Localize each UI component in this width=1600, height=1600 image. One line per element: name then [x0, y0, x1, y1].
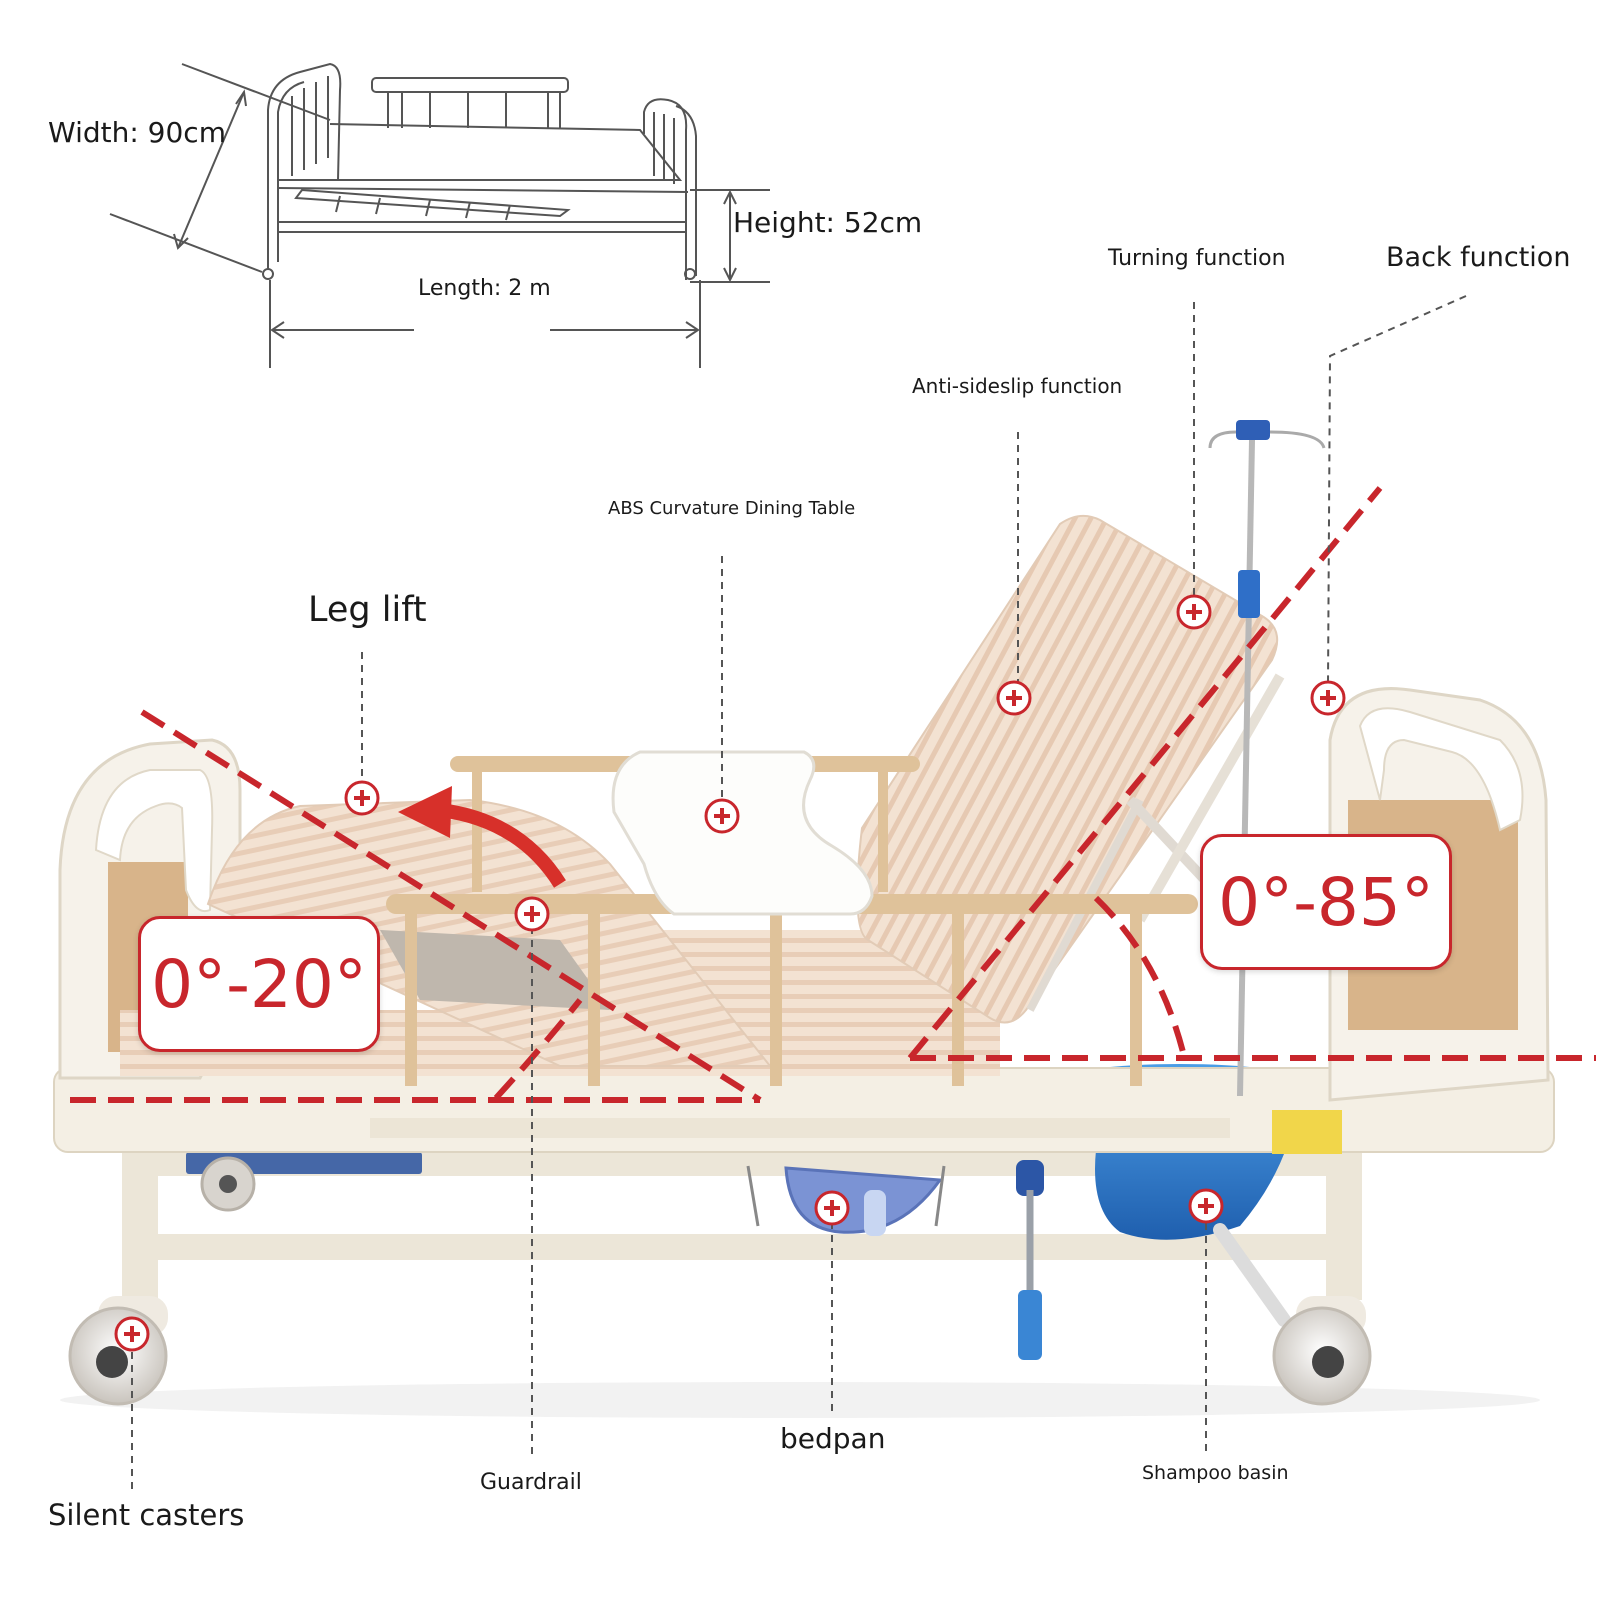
callout-markers — [114, 594, 1346, 1352]
marker-anti-sideslip — [996, 680, 1032, 716]
shampoo-basin-label: Shampoo basin — [1142, 1462, 1289, 1484]
silent-casters-label: Silent casters — [48, 1498, 245, 1532]
marker-leg-lift — [344, 780, 380, 816]
leg-angle-badge: 0°-20° — [138, 916, 380, 1052]
back-angle-badge: 0°-85° — [1200, 834, 1452, 970]
guardrail-label: Guardrail — [480, 1470, 582, 1495]
back-function-label: Back function — [1386, 242, 1571, 273]
leg-lift-label: Leg lift — [308, 590, 427, 630]
marker-dining-table — [704, 798, 740, 834]
dining-table-label: ABS Curvature Dining Table — [608, 498, 856, 519]
caster-left — [68, 1296, 168, 1406]
marker-turning — [1176, 594, 1212, 630]
bed-photo — [53, 420, 1555, 1418]
marker-bedpan — [814, 1190, 850, 1226]
callout-leaders — [131, 295, 1467, 1492]
anti-sideslip-label: Anti-sideslip function — [912, 374, 1123, 398]
turning-function-label: Turning function — [1108, 246, 1286, 271]
width-label: Width: 90cm — [48, 116, 226, 149]
caster-right — [1272, 1296, 1372, 1406]
marker-shampoo-basin — [1188, 1188, 1224, 1224]
dimension-sketch — [109, 62, 770, 368]
angle-guides — [70, 486, 1596, 1103]
back-angle-text: 0°-85° — [1218, 863, 1434, 941]
bedpan-label: bedpan — [780, 1422, 886, 1455]
marker-guardrail — [514, 896, 550, 932]
leg-angle-text: 0°-20° — [151, 945, 367, 1023]
leg-lift-arrow — [398, 786, 566, 888]
marker-back — [1310, 680, 1346, 716]
length-label: Length: 2 m — [418, 276, 551, 301]
height-label: Height: 52cm — [733, 206, 923, 239]
marker-silent-casters — [114, 1316, 150, 1352]
